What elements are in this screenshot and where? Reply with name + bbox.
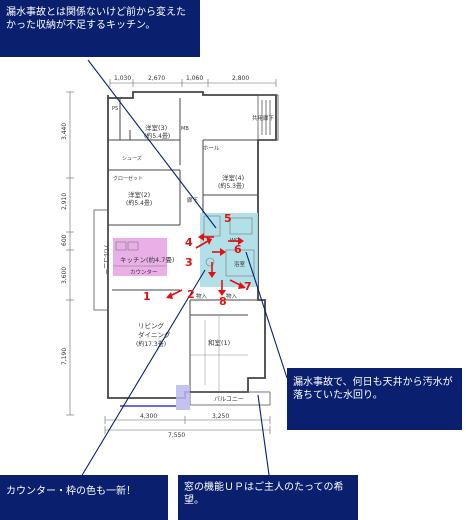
dim-left-3: 600 — [61, 234, 68, 246]
closet1-label: 物入 — [196, 292, 208, 300]
arrow-icon — [218, 280, 226, 296]
mb-label: MB — [181, 126, 189, 132]
marker-6: 6 — [234, 243, 242, 256]
marker-7: 7 — [244, 280, 252, 293]
callout-kitchen-text: 漏水事故とは関係ないけど前から変えたかった収納が不足するキッチン。 — [6, 7, 186, 31]
hall-label: ホール — [203, 145, 220, 152]
dim-left-4: 3,600 — [61, 267, 68, 284]
room4-label: 洋室(4) — [222, 173, 244, 182]
dining-label: ダイニング — [138, 330, 171, 339]
kitchen-area — [113, 238, 167, 276]
marker-8: 8 — [219, 295, 227, 308]
arrow-icon — [166, 289, 183, 299]
corridor-label: 廊下 — [187, 196, 199, 204]
bath-label: 浴室 — [234, 260, 246, 268]
top-dimensions — [109, 79, 277, 87]
callout-counter: カウンター・枠の色も一新！ — [0, 475, 168, 520]
marker-4: 4 — [185, 236, 193, 249]
window-highlight — [176, 385, 190, 410]
dim-top-4: 2,800 — [232, 75, 249, 82]
common-corridor-label: 共用廊下 — [252, 114, 275, 122]
callout-window: 窓の機能ＵＰはご主人のたっての希望。 — [178, 475, 358, 520]
room2-size: (約5.4畳) — [126, 199, 152, 207]
balcony-bottom-label: バルコニー — [214, 396, 244, 403]
interior-walls — [107, 98, 258, 392]
connector-lines — [77, 59, 288, 483]
washitsu-tatami — [190, 315, 248, 392]
dim-left-2: 2,910 — [61, 193, 68, 210]
left-dimensions — [66, 91, 74, 416]
left-balcony — [93, 209, 109, 311]
counter-label: カウンター — [130, 268, 158, 276]
living-label: リビング — [138, 321, 165, 330]
callout-counter-text: カウンター・枠の色も一新！ — [6, 486, 136, 497]
room2-label: 洋室(2) — [128, 190, 150, 199]
arrow-icon — [212, 248, 226, 256]
marker-1: 1 — [143, 290, 151, 303]
callout-water: 漏水事故で、何日も天井から汚水が落ちていた水回り。 — [287, 368, 462, 430]
red-arrows — [166, 233, 246, 299]
closet2-label: 物入 — [226, 292, 238, 300]
room3-label: 洋室(3) — [145, 123, 167, 132]
kitchen-label: キッチン(約4.7畳) — [120, 255, 174, 264]
dim-left-1: 3,440 — [61, 123, 68, 140]
balcony-left-label: バルコニー — [102, 245, 109, 275]
dim-bottom-1: 4,300 — [140, 413, 157, 420]
bottom-dimensions — [104, 416, 271, 434]
dim-top-2: 2,670 — [148, 75, 165, 82]
dim-bottom-2: 3,250 — [212, 413, 229, 420]
dim-top-1: 1,030 — [114, 75, 131, 82]
callout-kitchen: 漏水事故とは関係ないけど前から変えたかった収納が不足するキッチン。 — [0, 0, 200, 57]
arrow-icon — [229, 279, 246, 289]
callout-water-text: 漏水事故で、何日も天井から汚水が落ちていた水回り。 — [293, 377, 453, 401]
dim-top-3: 1,060 — [186, 75, 203, 82]
water-area — [200, 213, 258, 287]
shoes-label: シューズ — [122, 155, 142, 162]
arrow-icon — [228, 237, 244, 245]
marker-5: 5 — [224, 212, 232, 225]
dim-left-5: 7,190 — [61, 348, 68, 365]
pipe-space-label: PS — [112, 106, 118, 112]
marker-3: 3 — [185, 256, 193, 269]
arrow-icon — [195, 237, 212, 249]
room4-size: (約5.3畳) — [218, 182, 244, 190]
dim-bottom-total: 7,550 — [168, 432, 185, 439]
callout-window-text: 窓の機能ＵＰはご主人のたっての希望。 — [184, 482, 344, 506]
arrow-icon — [208, 262, 216, 278]
closet-c-label: クローゼット — [113, 175, 143, 182]
marker-2: 2 — [187, 288, 195, 301]
arrow-icon — [198, 233, 214, 241]
room3-size: (約5.4畳) — [144, 132, 170, 140]
living-size: (約17.3畳) — [136, 340, 166, 348]
right-stair-block — [257, 94, 279, 141]
